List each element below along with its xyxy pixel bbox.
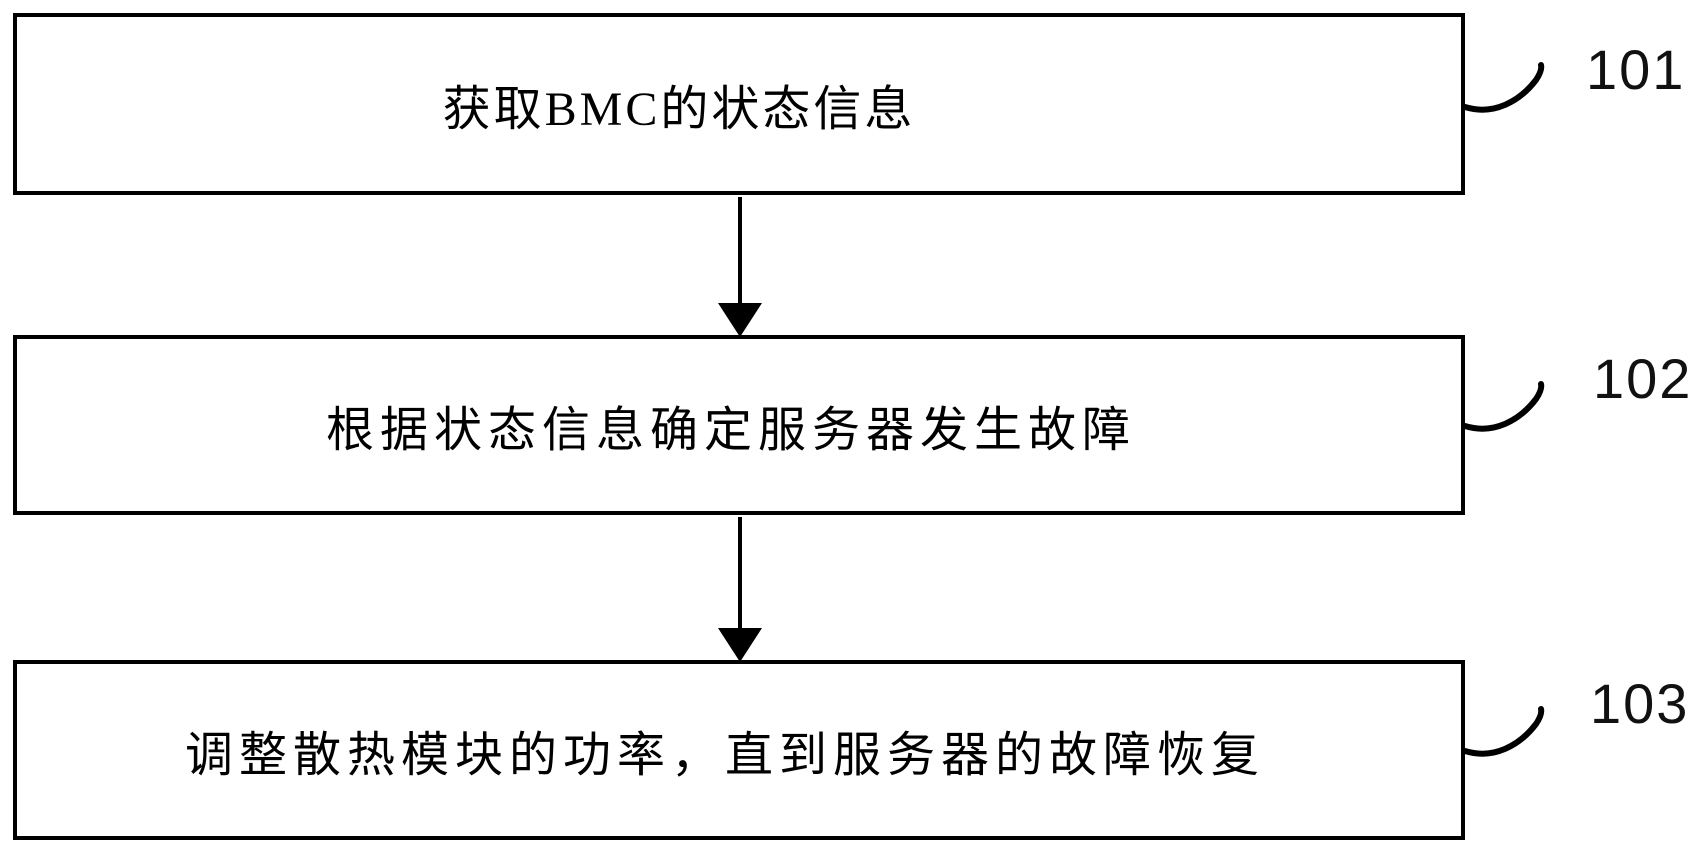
leader-curve-101 <box>1462 62 1545 113</box>
step-box-102: 根据状态信息确定服务器发生故障 <box>13 335 1465 515</box>
ref-label-103: 103 <box>1590 672 1690 735</box>
step-text-103: 调整散热模块的功率，直到服务器的故障恢复 <box>184 729 1265 782</box>
flow-arrow-2 <box>718 517 762 662</box>
ref-label-101: 101 <box>1586 38 1686 101</box>
step-text-101: 获取BMC的状态信息 <box>442 83 916 136</box>
flow-arrow-1 <box>718 197 762 337</box>
ref-label-102: 102 <box>1593 347 1691 410</box>
leader-curve-102 <box>1462 381 1545 432</box>
step-box-101: 获取BMC的状态信息 <box>13 13 1465 195</box>
arrow-down-icon <box>718 628 762 662</box>
step-box-103: 调整散热模块的功率，直到服务器的故障恢复 <box>13 660 1465 840</box>
step-text-102: 根据状态信息确定服务器发生故障 <box>325 404 1136 457</box>
leader-curve-103 <box>1462 706 1545 757</box>
arrow-down-icon <box>718 303 762 337</box>
